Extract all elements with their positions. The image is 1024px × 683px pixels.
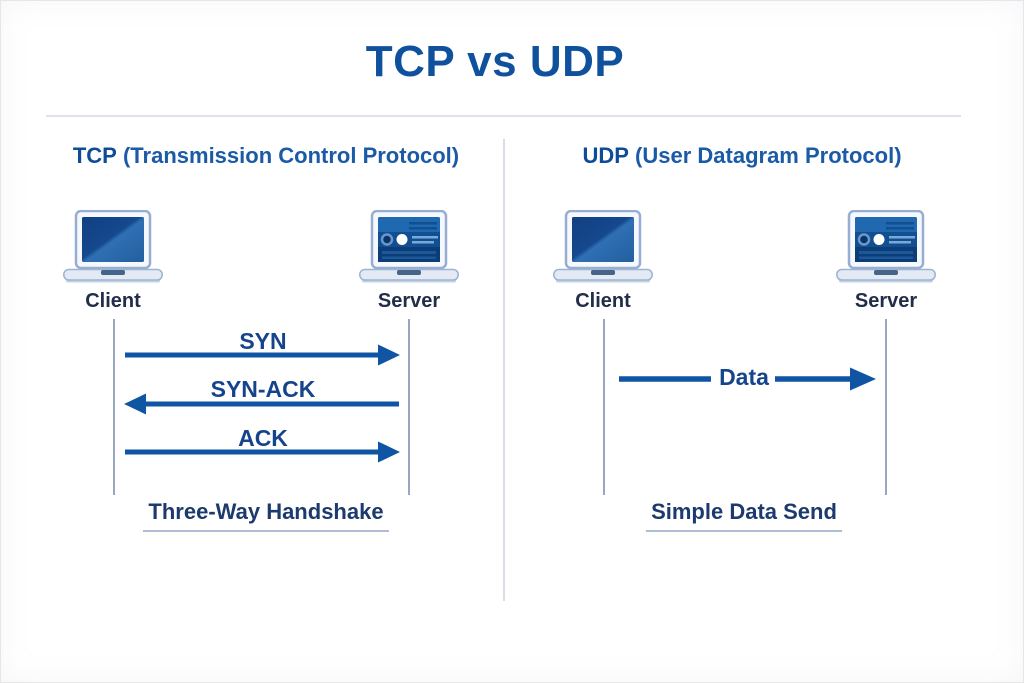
ack-label: ACK — [238, 425, 288, 451]
udp-client-node: Client — [553, 210, 653, 313]
title-divider — [46, 115, 961, 117]
tcp-server-lifeline — [408, 319, 410, 495]
tcp-client-lifeline — [113, 319, 115, 495]
laptop-client-icon — [553, 210, 653, 283]
syn-ack-label: SYN-ACK — [210, 376, 316, 402]
ack-arrow — [125, 441, 400, 463]
laptop-server-icon — [836, 210, 936, 283]
laptop-server-icon — [359, 210, 459, 283]
panel-divider — [503, 139, 505, 601]
laptop-client-icon — [63, 210, 163, 283]
udp-abbr: UDP — [582, 143, 629, 168]
tcp-abbr: TCP — [72, 143, 117, 168]
tcp-client-node: Client — [63, 210, 163, 313]
udp-client-lifeline — [603, 319, 605, 495]
udp-panel-heading: UDP (User Datagram Protocol) — [522, 143, 962, 169]
tcp-caption: Three-Way Handshake — [143, 499, 389, 532]
syn-arrow — [125, 344, 400, 366]
udp-caption-wrap: Simple Data Send — [524, 499, 964, 532]
data-label: Data — [719, 364, 769, 390]
data-arrow — [619, 367, 876, 391]
udp-server-label: Server — [854, 290, 918, 312]
tcp-caption-wrap: Three-Way Handshake — [46, 499, 486, 532]
udp-server-node: Server — [836, 210, 936, 313]
syn-label: SYN — [239, 328, 287, 354]
page-title: TCP vs UDP — [365, 37, 625, 86]
tcp-full-name: (Transmission Control Protocol) — [122, 143, 460, 168]
udp-full-name: (User Datagram Protocol) — [635, 143, 902, 168]
syn-ack-arrow — [124, 393, 399, 415]
tcp-handshake-arrows — [124, 344, 400, 463]
tcp-panel-heading: TCP (Transmission Control Protocol) — [46, 143, 486, 169]
udp-caption: Simple Data Send — [646, 499, 842, 532]
udp-server-lifeline — [885, 319, 887, 495]
tcp-server-node: Server — [359, 210, 459, 313]
tcp-client-label: Client — [85, 290, 141, 312]
tcp-server-label: Server — [377, 290, 441, 312]
udp-client-label: Client — [575, 290, 631, 312]
